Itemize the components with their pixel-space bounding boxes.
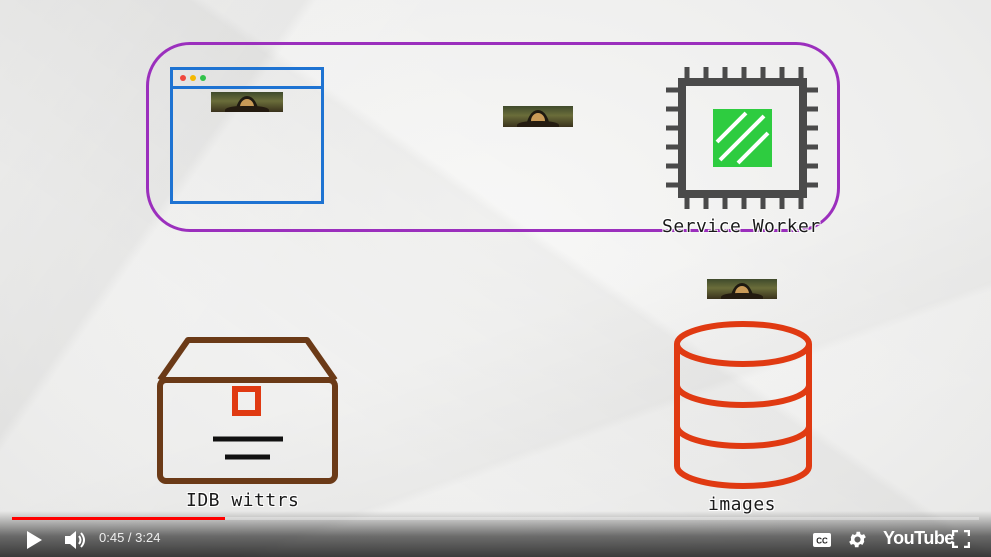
progress-bar[interactable] [12,516,979,520]
images-database-icon [674,321,812,489]
browser-minimize-dot [190,75,196,81]
service-worker-label: Service Worker [662,216,821,237]
idb-storage-box-icon [157,337,338,484]
image-thumbnail-db [707,279,777,299]
current-time: 0:45 [99,530,125,545]
volume-icon[interactable] [64,529,88,551]
image-thumbnail-browser [211,92,283,112]
browser-window-icon [170,67,324,204]
settings-icon[interactable] [847,529,868,550]
images-label: images [708,494,777,515]
browser-titlebar [173,86,321,89]
browser-close-dot [180,75,186,81]
play-icon[interactable] [25,530,43,550]
time-display: 0:45 / 3:24 [99,530,160,545]
captions-icon[interactable]: CC [812,532,832,548]
image-thumbnail-transit [503,106,573,127]
service-worker-chip-icon [666,67,818,209]
client-group-outline [146,42,840,232]
captions-text: CC [816,537,828,546]
duration: 3:24 [135,530,161,545]
browser-maximize-dot [200,75,206,81]
time-separator: / [124,530,136,545]
fullscreen-icon[interactable] [952,530,970,548]
youtube-logo[interactable]: YouTube [883,528,954,548]
idb-label: IDB wittrs [186,490,300,511]
progress-played [12,517,225,520]
progress-track[interactable] [12,517,979,520]
